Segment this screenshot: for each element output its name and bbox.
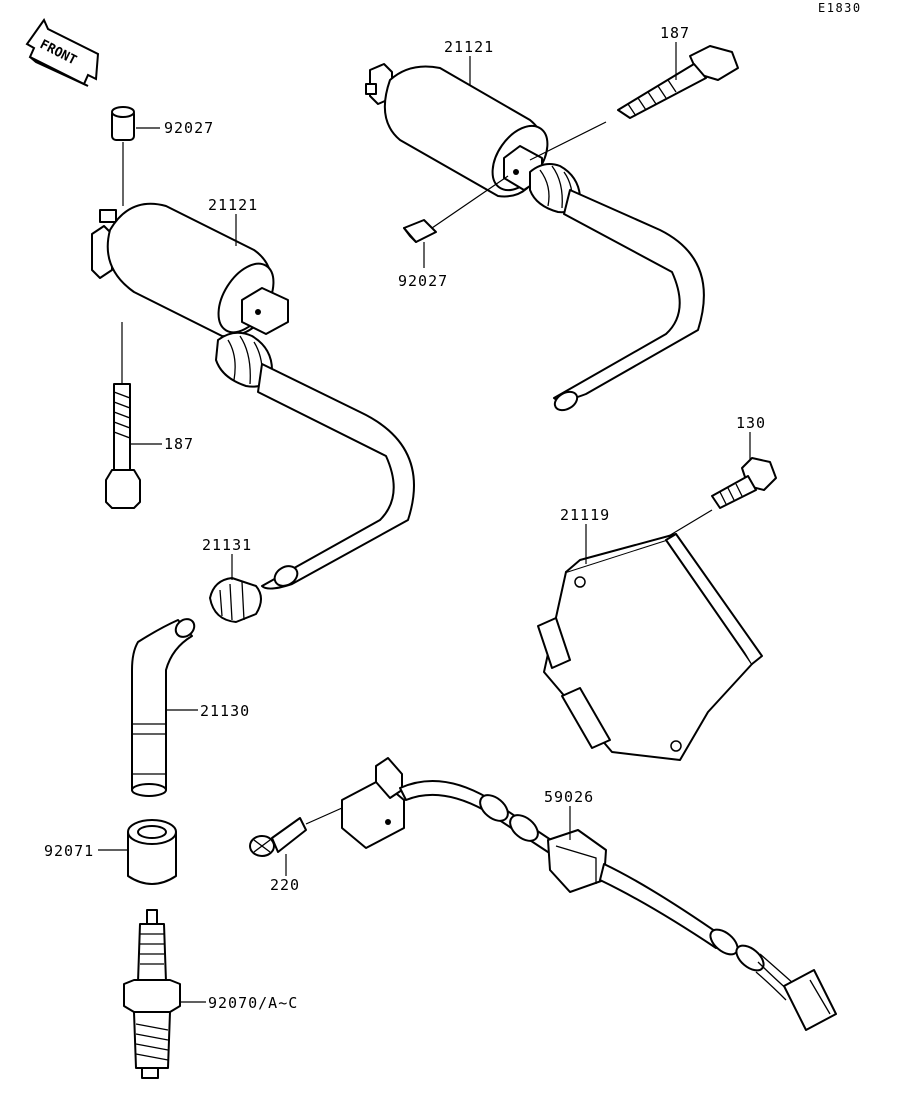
igniter-21119 (537, 533, 763, 761)
screw-220 (249, 817, 307, 857)
plug-cap-21130 (131, 618, 196, 797)
label-collar-front: 92027 (164, 119, 214, 137)
leader-collar-rear (431, 175, 509, 229)
leader-bolt-rear (529, 121, 607, 161)
leader-screw-220 (305, 807, 343, 825)
spark-plug-92070 (123, 909, 181, 1079)
label-bolt-rear: 187 (660, 24, 690, 42)
label-igniter: 21119 (560, 506, 610, 524)
label-coil-front: 21121 (208, 196, 258, 214)
ignition-coil-rear (365, 63, 705, 412)
front-arrow-icon: FRONT (25, 17, 100, 87)
diagram-code: E1830 (818, 1, 862, 15)
harness-59026 (399, 779, 837, 1031)
cap-nut-21131 (209, 577, 262, 623)
pickup-sensor (341, 757, 405, 849)
label-bolt-front: 187 (164, 435, 194, 453)
label-coil-rear: 21121 (444, 38, 494, 56)
label-seal: 92071 (44, 842, 94, 860)
seal-92071 (127, 819, 177, 885)
collar-92027-front (111, 106, 135, 141)
label-bolt-igniter: 130 (736, 414, 766, 432)
label-harness: 59026 (544, 788, 594, 806)
collar-92027-rear (403, 219, 437, 243)
label-nut-cap: 21131 (202, 536, 252, 554)
bolt-130 (711, 457, 777, 509)
bolt-187-front (105, 383, 141, 509)
label-collar-rear: 92027 (398, 272, 448, 290)
label-spark-plug: 92070/A~C (208, 994, 298, 1012)
bolt-187-rear (617, 45, 739, 119)
label-plug-cap: 21130 (200, 702, 250, 720)
ignition-coil-front (91, 202, 415, 590)
label-screw: 220 (270, 876, 300, 894)
